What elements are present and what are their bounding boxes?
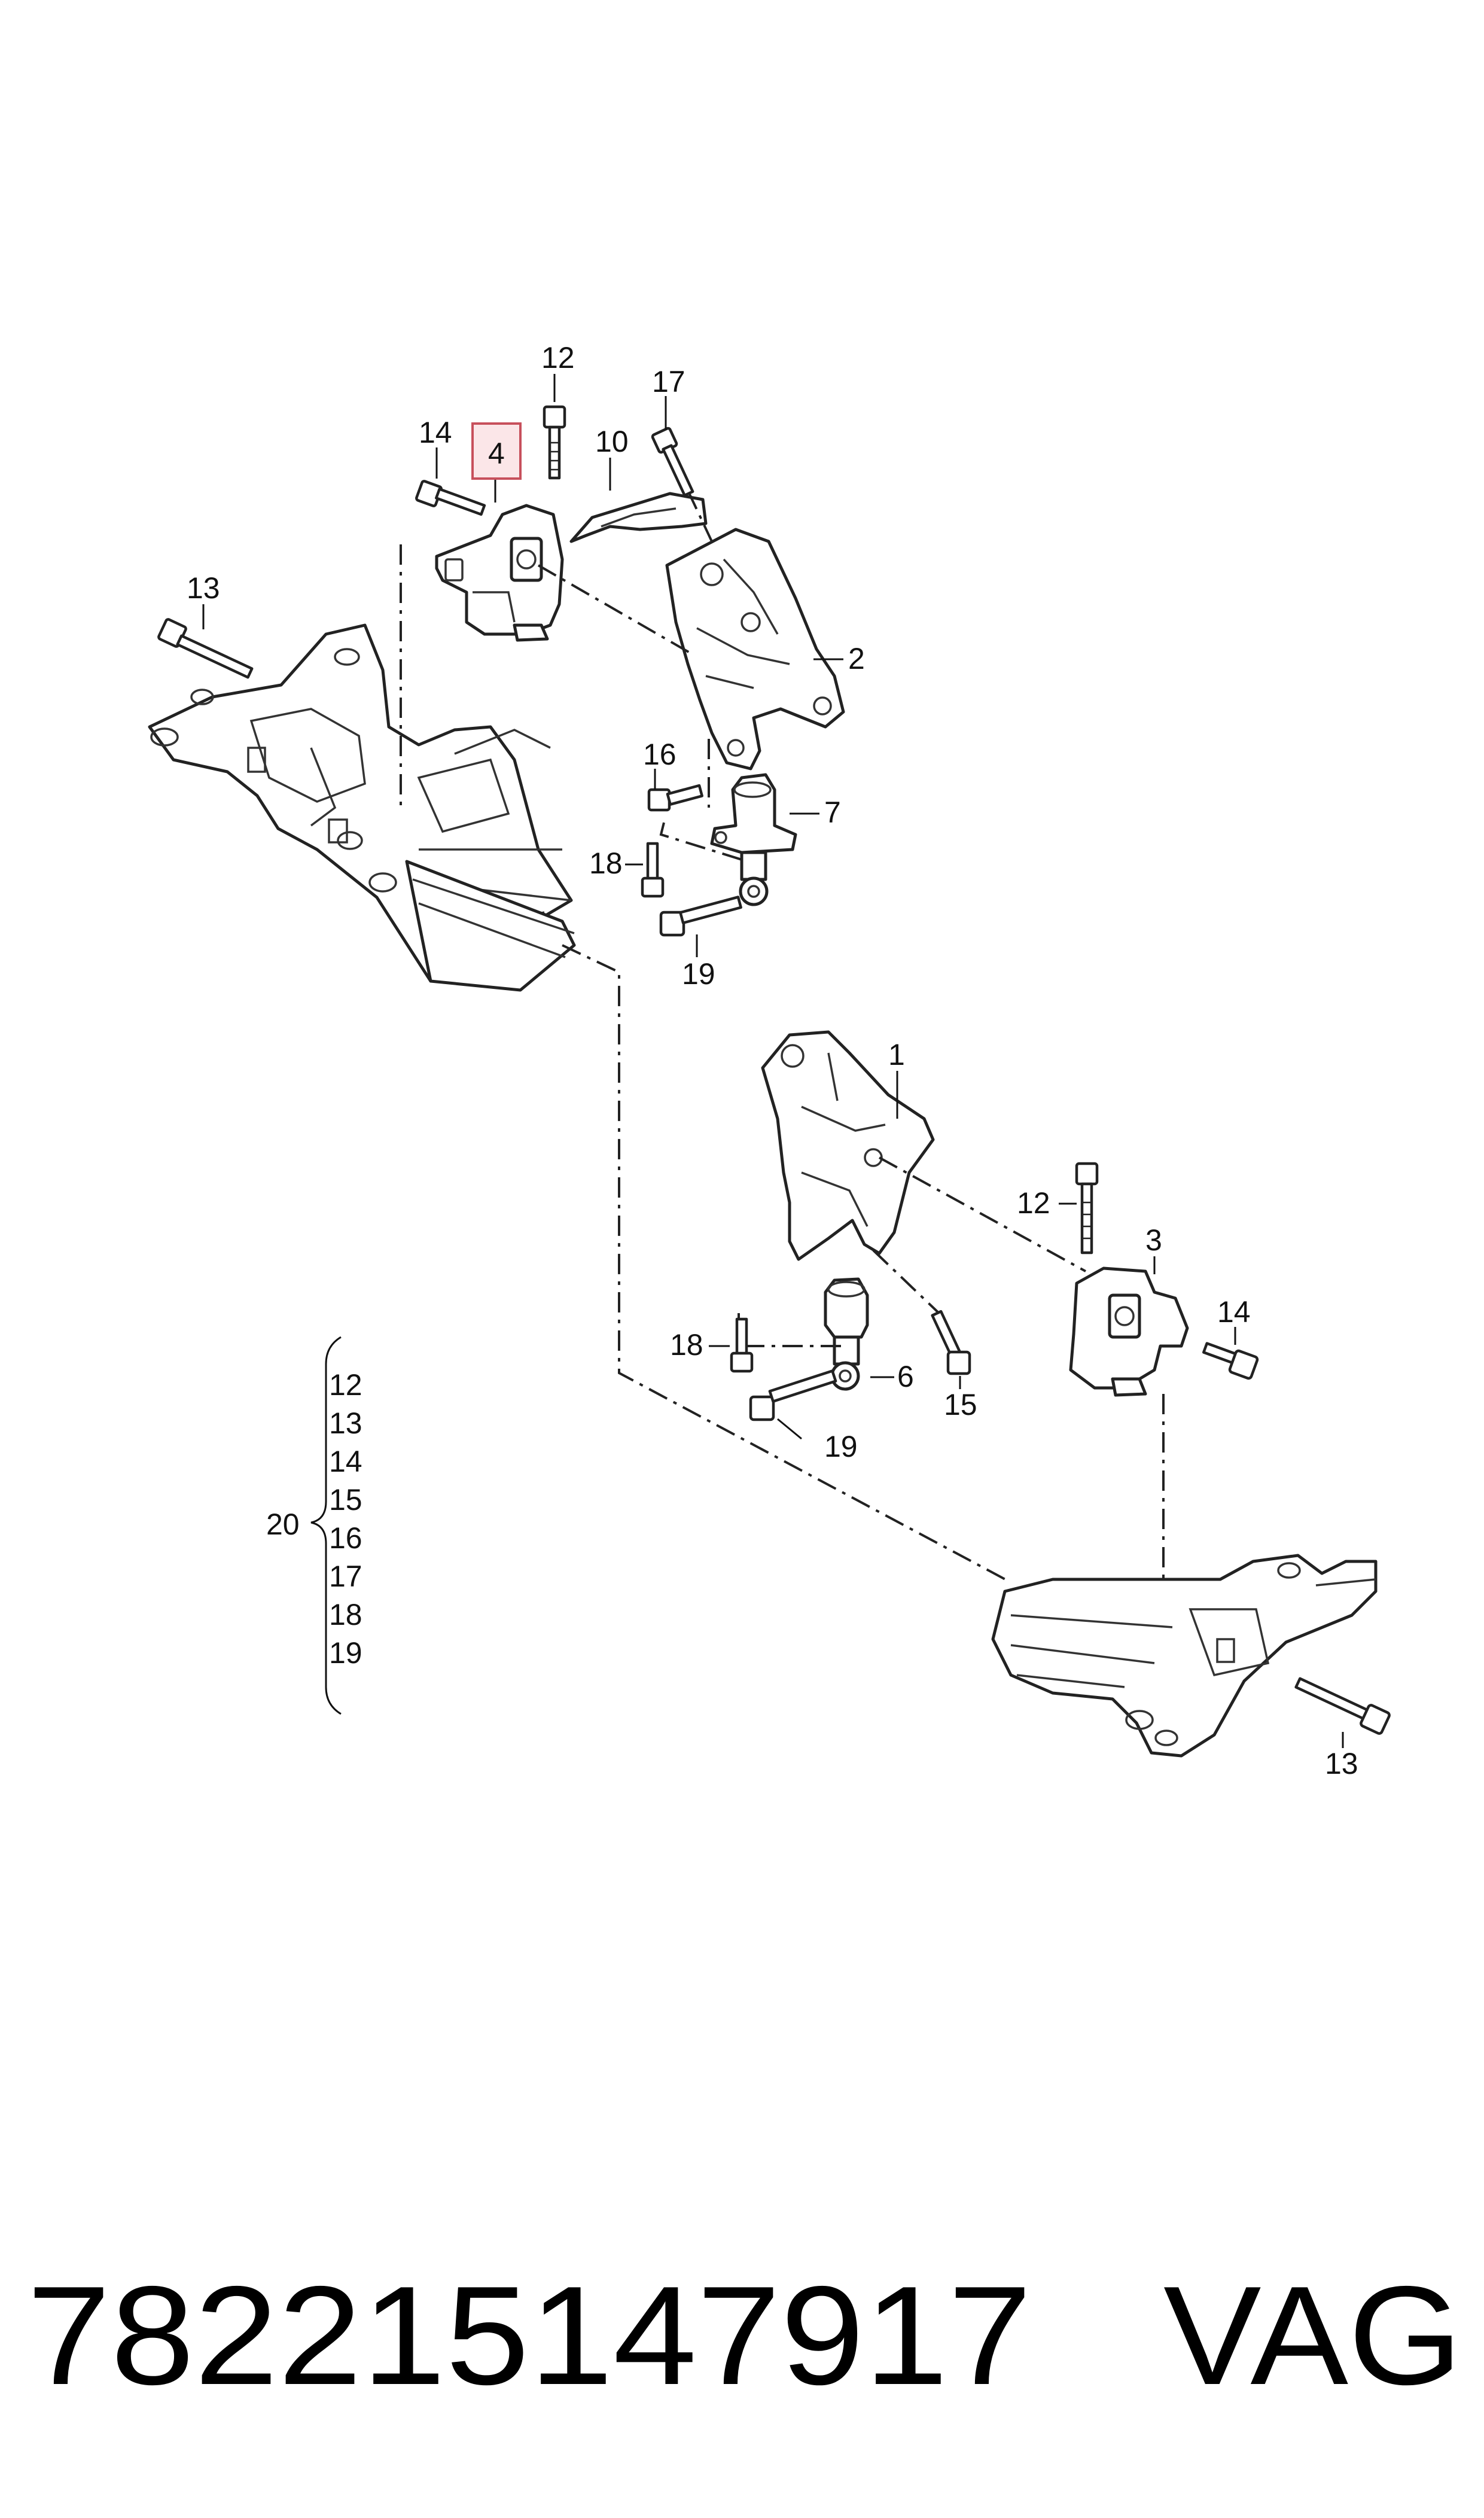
frame-beam-upper bbox=[405, 729, 576, 992]
callout-3: 3 bbox=[1145, 1223, 1162, 1257]
torque-strut-7 bbox=[710, 773, 797, 906]
bolt-12-right bbox=[1075, 1162, 1099, 1255]
callout-2: 2 bbox=[848, 642, 865, 675]
engine-mount-4 bbox=[435, 504, 564, 642]
callout-4: 4 bbox=[488, 437, 505, 470]
bracket-2 bbox=[665, 528, 845, 771]
callout-13-top: 13 bbox=[187, 571, 220, 605]
kit-label-20: 20 bbox=[266, 1508, 300, 1541]
bolt-19-bottom bbox=[749, 1369, 837, 1421]
callout-18-bottom: 18 bbox=[670, 1328, 703, 1362]
highlight-box bbox=[471, 422, 522, 480]
callout-19-bottom: 19 bbox=[824, 1430, 858, 1463]
brand-label: VAG bbox=[1163, 2257, 1462, 2414]
bolt-15 bbox=[931, 1310, 971, 1375]
subframe-right bbox=[991, 1554, 1378, 1758]
torque-strut-6 bbox=[824, 1277, 869, 1391]
callout-10: 10 bbox=[595, 425, 629, 458]
kit-item-17: 17 bbox=[329, 1560, 362, 1593]
callout-14-top: 14 bbox=[419, 416, 452, 449]
leader-lines bbox=[202, 374, 1344, 1748]
kit-item-16: 16 bbox=[329, 1521, 362, 1555]
bolt-14-top bbox=[415, 480, 486, 516]
callout-labels: 12 17 10 14 4 13 2 16 7 18 19 1 12 3 14 … bbox=[187, 341, 1358, 1780]
bolt-14-right bbox=[1202, 1342, 1259, 1380]
bolt-13-top bbox=[157, 618, 254, 679]
part-number: 782215147917 bbox=[27, 2257, 1032, 2414]
callout-18-top: 18 bbox=[589, 847, 623, 880]
kit-item-15: 15 bbox=[329, 1483, 362, 1517]
callout-13-bottom: 13 bbox=[1325, 1747, 1358, 1780]
callout-19-top: 19 bbox=[682, 957, 715, 991]
callout-6: 6 bbox=[897, 1360, 914, 1393]
bracket-1 bbox=[761, 1030, 935, 1261]
callout-1: 1 bbox=[888, 1038, 905, 1071]
engine-mount-3 bbox=[1069, 1266, 1189, 1397]
callout-7: 7 bbox=[824, 796, 841, 829]
kit-item-19: 19 bbox=[329, 1636, 362, 1670]
callout-14-right: 14 bbox=[1217, 1295, 1251, 1329]
bolt-18-top bbox=[641, 842, 665, 898]
callout-15: 15 bbox=[944, 1388, 977, 1421]
bolt-17 bbox=[651, 427, 694, 497]
heat-shield-10 bbox=[569, 492, 708, 543]
kit-brace-20: 20 12 13 14 15 16 17 18 19 bbox=[266, 1336, 362, 1715]
callout-12-top: 12 bbox=[541, 341, 575, 374]
callout-12-right: 12 bbox=[1017, 1186, 1050, 1220]
kit-item-13: 13 bbox=[329, 1406, 362, 1440]
kit-item-14: 14 bbox=[329, 1445, 362, 1478]
kit-item-18: 18 bbox=[329, 1598, 362, 1631]
bolt-13-bottom bbox=[1294, 1677, 1391, 1735]
callout-16: 16 bbox=[643, 738, 677, 771]
bolt-16 bbox=[647, 784, 703, 812]
bolt-12-top bbox=[543, 405, 566, 480]
kit-item-12: 12 bbox=[329, 1368, 362, 1402]
callout-17: 17 bbox=[652, 365, 685, 398]
bolt-19-top bbox=[659, 896, 742, 937]
bolt-18-bottom bbox=[730, 1317, 754, 1373]
